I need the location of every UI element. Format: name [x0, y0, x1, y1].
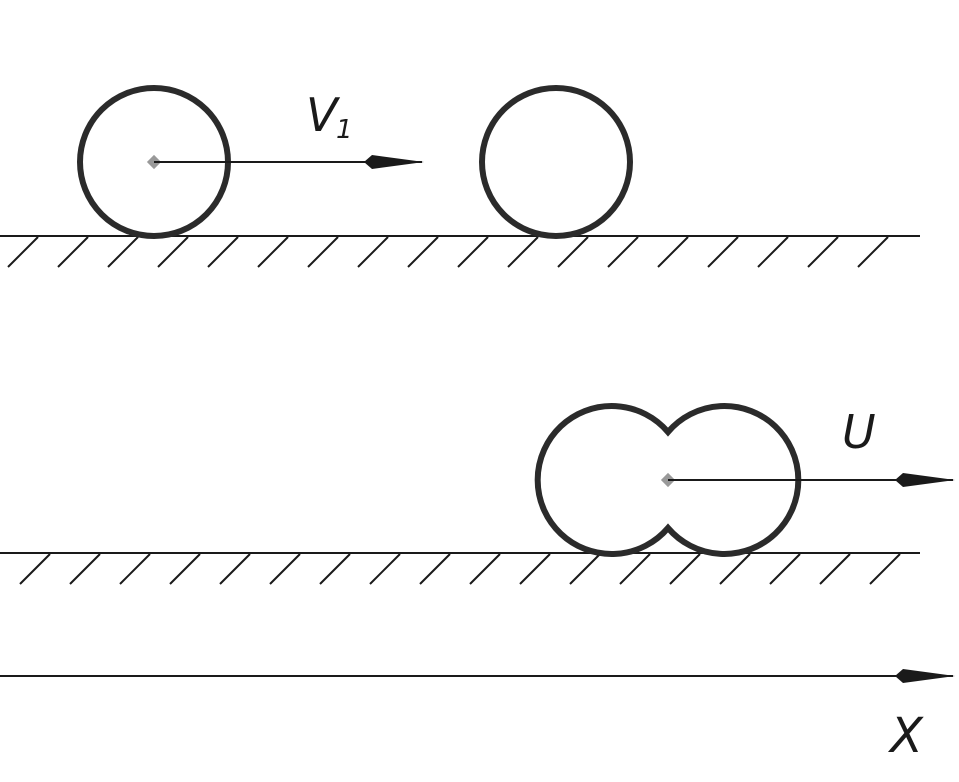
hatch-bottom-stroke	[869, 553, 901, 585]
hatch-top-stroke	[507, 236, 539, 268]
hatch-bottom-stroke	[469, 553, 501, 585]
hatch-bottom-stroke	[319, 553, 351, 585]
x-axis: X	[0, 669, 955, 764]
hatch-bottom-stroke	[669, 553, 701, 585]
hatch-top-stroke	[307, 236, 339, 268]
hatch-top-stroke	[357, 236, 389, 268]
hatch-top-stroke	[857, 236, 889, 268]
hatch-top-stroke	[557, 236, 589, 268]
hatch-top-stroke	[157, 236, 189, 268]
hatch-bottom-stroke	[269, 553, 301, 585]
hatch-top-stroke	[407, 236, 439, 268]
hatch-bottom-stroke	[69, 553, 101, 585]
scene-after-collision: U	[0, 403, 955, 585]
hatch-bottom-stroke	[569, 553, 601, 585]
velocity-v1-subscript: 1	[336, 115, 353, 145]
hatch-bottom-stroke	[719, 553, 751, 585]
x-axis-label: X	[887, 708, 924, 764]
hatch-top-stroke	[707, 236, 739, 268]
hatch-top-stroke	[57, 236, 89, 268]
hatch-bottom-stroke	[519, 553, 551, 585]
scene-before-collision: V 1	[0, 85, 920, 268]
hatch-bottom-stroke	[169, 553, 201, 585]
hatch-top-stroke	[257, 236, 289, 268]
hatch-top-stroke	[107, 236, 139, 268]
hatch-bottom-stroke	[769, 553, 801, 585]
hatch-top-stroke	[757, 236, 789, 268]
hatch-bottom-stroke	[419, 553, 451, 585]
velocity-u-label: U	[842, 405, 876, 459]
stationary-ball	[479, 85, 633, 239]
hatch-top-stroke	[657, 236, 689, 268]
hatch-bottom-stroke	[369, 553, 401, 585]
hatch-top-stroke	[207, 236, 239, 268]
hatch-bottom-stroke	[119, 553, 151, 585]
merged-balls	[534, 403, 802, 557]
hatch-top-stroke	[807, 236, 839, 268]
hatch-top-stroke	[607, 236, 639, 268]
hatch-top-stroke	[457, 236, 489, 268]
hatch-bottom-stroke	[219, 553, 251, 585]
velocity-v1-label: V	[306, 88, 341, 142]
hatch-bottom-stroke	[619, 553, 651, 585]
hatch-bottom-stroke	[819, 553, 851, 585]
hatch-bottom-stroke	[19, 553, 51, 585]
hatch-top-stroke	[7, 236, 39, 268]
ground-hatching-bottom	[19, 553, 901, 585]
ground-hatching-top	[7, 236, 889, 268]
